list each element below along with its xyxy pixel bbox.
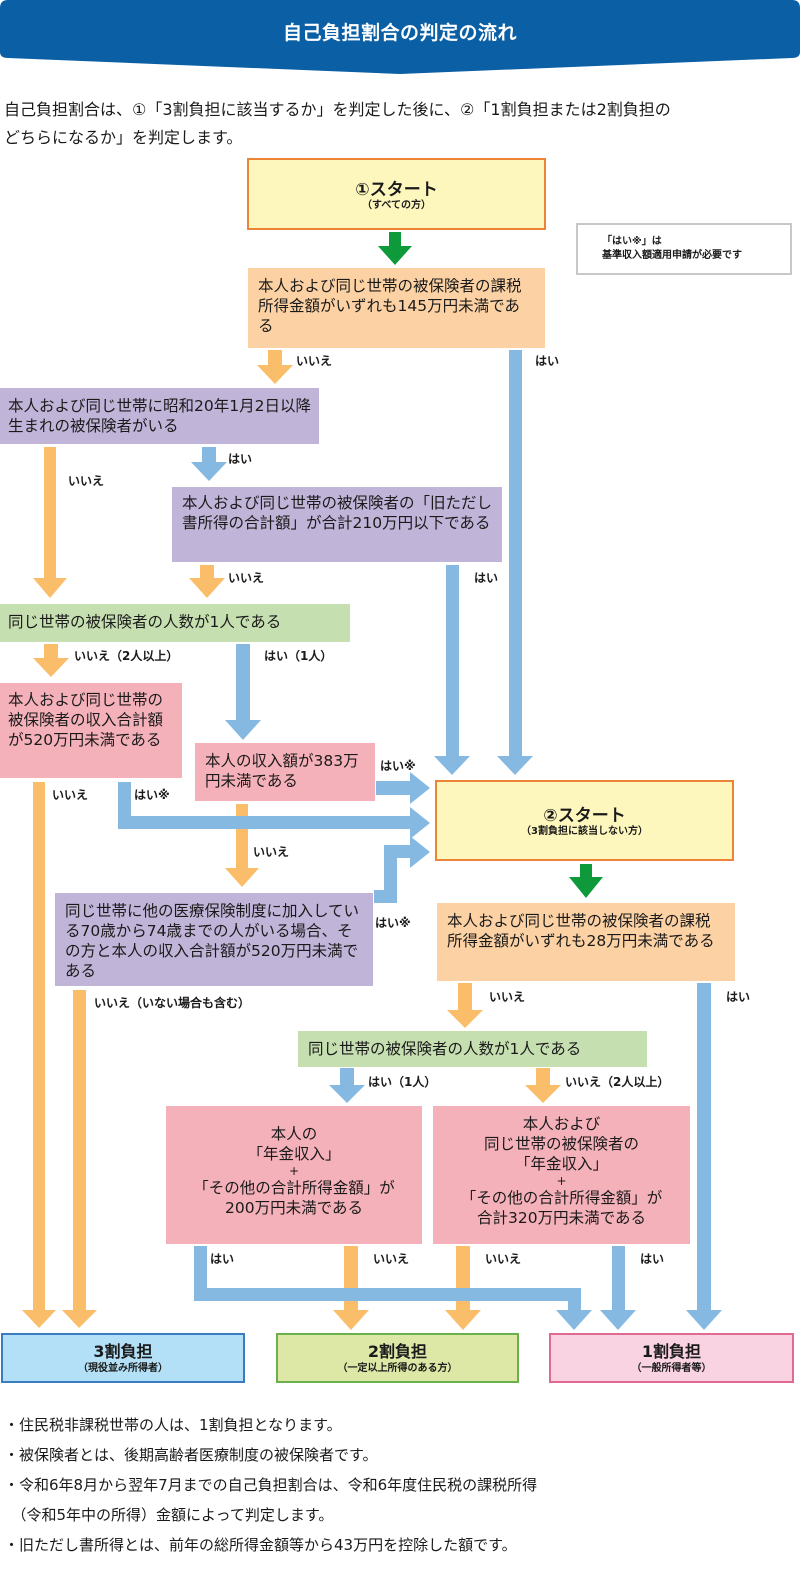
q1-yes-label: はい (535, 354, 560, 368)
result-30-percent: 3割負担 （現役並み所得者） (1, 1333, 245, 1383)
q11-line-6: 合計320万円未満である (477, 1209, 646, 1227)
q6-yes-arrow (376, 772, 430, 804)
q4-no-arrow (33, 644, 69, 677)
q5-no-label: いいえ (52, 788, 89, 802)
q4-yes-arrow (225, 644, 261, 740)
q11-line-5: 「その他の合計所得金額」が (460, 1189, 663, 1207)
q5-income-total-520: 本人および同じ世帯の被保険者の収入合計額が520万円未満である (0, 683, 182, 778)
q6-yes-label: はい※ (380, 759, 416, 773)
q2-no-label: いいえ (68, 474, 105, 488)
footnote: ・住民税非課税世帯の人は、1割負担となります。 (4, 1416, 342, 1434)
q8-no-arrow (447, 983, 483, 1028)
result-20-percent: 2割負担 （一定以上所得のある方） (276, 1333, 519, 1383)
result-30-title: 3割負担 (93, 1342, 153, 1361)
footnote: ・令和6年8月から翌年7月までの自己負担割合は、令和6年度住民税の課税所得 (4, 1476, 538, 1494)
q9-yes-arrow (329, 1068, 365, 1103)
q7-yes-label: はい※ (375, 916, 411, 930)
q9-yes-label: はい（1人） (368, 1075, 437, 1089)
q1-taxable-income-145: 本人および同じ世帯の被保険者の課税所得金額がいずれも145万円未満である (248, 268, 545, 348)
result-10-subtitle: （一般所得者等） (631, 1363, 712, 1374)
q7-no-label: いいえ（いない場合も含む） (94, 996, 251, 1010)
q8-taxable-income-28: 本人および同じ世帯の被保険者の課税所得金額がいずれも28万円未満である (437, 903, 735, 981)
footnotes: ・住民税非課税世帯の人は、1割負担となります。 ・被保険者とは、後期高齢者医療制… (4, 1410, 796, 1560)
q5-yes-arrow (118, 782, 430, 839)
q3-yes-label: はい (474, 571, 499, 585)
legend-note-line-2: 基準収入額適用申請が必要です (602, 250, 742, 261)
q10-line-1: 本人の (270, 1125, 318, 1143)
start-1-box: ①スタート （すべての方） (247, 158, 546, 230)
q4-household-count-1: 同じ世帯の被保険者の人数が1人である (0, 604, 350, 642)
legend-note-line-1: 「はい※」は (602, 236, 662, 247)
result-10-title: 1割負担 (641, 1342, 702, 1361)
legend-note: 「はい※」は 基準収入額適用申請が必要です (576, 223, 792, 275)
start-2-subtitle: （3割負担に該当しない方） (521, 826, 648, 837)
q7-yes-arrow (374, 836, 430, 903)
q5-yes-label: はい※ (134, 788, 170, 802)
q4-yes-label: はい（1人） (264, 649, 333, 663)
page-title: 自己負担割合の判定の流れ (282, 22, 517, 44)
start-1-subtitle: （すべての方） (362, 200, 431, 211)
q6-no-arrow (225, 804, 259, 887)
q10-line-3: + (288, 1164, 300, 1178)
result-30-subtitle: （現役並み所得者） (78, 1363, 168, 1374)
q9-no-label: いいえ（2人以上） (565, 1075, 670, 1089)
q10-yes-arrow (194, 1246, 592, 1330)
q6-no-label: いいえ (253, 845, 290, 859)
q10-no-label: いいえ (373, 1252, 410, 1266)
q8-yes-label: はい (726, 990, 751, 1004)
q7-no-arrow (62, 990, 97, 1328)
q1-yes-arrow (497, 350, 533, 775)
q10-line-4: 「その他の合計所得金額」が (193, 1179, 395, 1197)
footnote: ・被保険者とは、後期高齢者医療制度の被保険者です。 (4, 1446, 378, 1464)
footnote: ・旧ただし書所得とは、前年の総所得金額等から43万円を控除した額です。 (4, 1536, 517, 1554)
q2-no-arrow (33, 447, 67, 598)
intro-line-2: どちらになるか」を判定します。 (4, 128, 243, 147)
q8-no-label: いいえ (489, 990, 526, 1004)
q10-line-2: 「年金収入」 (247, 1145, 341, 1163)
banner-shape (0, 0, 800, 74)
q5-no-arrow (22, 782, 56, 1328)
footnote: （令和5年中の所得）金額によって判定します。 (4, 1506, 334, 1524)
q3-yes-arrow (434, 565, 470, 775)
q4-no-label: いいえ（2人以上） (74, 649, 179, 663)
q10-pension-200: 本人の 「年金収入」 + 「その他の合計所得金額」が 200万円未満である (166, 1106, 422, 1244)
q2-born-after-s20: 本人および同じ世帯に昭和20年1月2日以降生まれの被保険者がいる (0, 388, 319, 444)
result-20-title: 2割負担 (367, 1342, 428, 1361)
q6-own-income-383: 本人の収入額が383万円未満である (195, 743, 375, 801)
start-1-title: ①スタート (355, 180, 438, 200)
q11-line-1: 本人および (522, 1115, 601, 1133)
q11-yes-label: はい (640, 1252, 665, 1266)
q8-yes-arrow (686, 983, 722, 1330)
q1-no-label: いいえ (296, 354, 333, 368)
q2-yes-arrow (191, 447, 227, 481)
q9-household-count-1: 同じ世帯の被保険者の人数が1人である (298, 1031, 647, 1067)
q7-other-insurance-520: 同じ世帯に他の医療保険制度に加入している70歳から74歳までの人がいる場合、その… (55, 893, 373, 986)
q11-line-3: 「年金収入」 (514, 1155, 608, 1173)
intro-line-1: 自己負担割合は、①「3割負担に該当するか」を判定した後に、②「1割負担または2割… (4, 100, 671, 119)
result-20-subtitle: （一定以上所得のある方） (337, 1363, 458, 1374)
result-10-percent: 1割負担 （一般所得者等） (549, 1333, 794, 1383)
q11-pension-320: 本人および 同じ世帯の被保険者の 「年金収入」 + 「その他の合計所得金額」が … (433, 1106, 690, 1244)
q10-yes-label: はい (210, 1252, 235, 1266)
intro-text: 自己負担割合は、①「3割負担に該当するか」を判定した後に、②「1割負担または2割… (4, 96, 796, 152)
q3-old-proviso-income-210: 本人および同じ世帯の被保険者の「旧ただし書所得の合計額」が合計210万円以下であ… (172, 487, 502, 562)
start-2-box: ②スタート （3割負担に該当しない方） (435, 780, 734, 861)
start1-down-arrow (378, 232, 412, 265)
q9-no-arrow (525, 1068, 561, 1103)
q11-line-2: 同じ世帯の被保険者の (483, 1135, 639, 1153)
q11-line-4: + (556, 1174, 567, 1188)
q3-no-label: いいえ (228, 571, 265, 585)
header-banner: 自己負担割合の判定の流れ (0, 0, 800, 75)
q1-no-arrow (257, 350, 293, 384)
start2-down-arrow (569, 864, 603, 898)
q11-yes-arrow (600, 1246, 636, 1330)
start-2-title: ②スタート (543, 806, 626, 826)
q3-no-arrow (189, 565, 225, 598)
q2-yes-label: はい (228, 452, 253, 466)
q10-line-5: 200万円未満である (225, 1199, 363, 1217)
q11-no-label: いいえ (485, 1252, 522, 1266)
